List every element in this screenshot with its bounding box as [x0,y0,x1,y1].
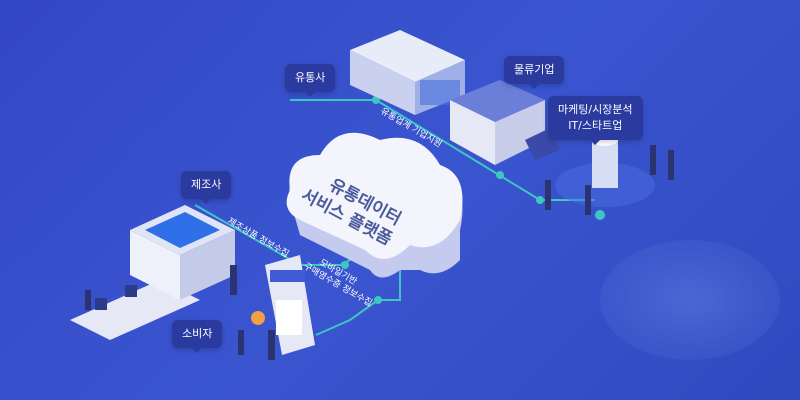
logistics-warehouse [450,80,560,165]
node-consumer: 소비자 [172,320,223,353]
node-manufacturer: 제조사 [181,171,232,204]
platform-cloud [286,132,463,278]
node-distributor: 유통사 [285,64,336,97]
data-center [555,134,655,220]
node-marketing-it: 마케팅/시장분석 IT/스타트업 [548,96,643,145]
manufacturer-factory [70,205,235,340]
background-glow [600,240,780,360]
distributor-building [350,30,465,115]
mobile-store [251,255,315,355]
node-logistics: 물류기업 [504,56,565,89]
